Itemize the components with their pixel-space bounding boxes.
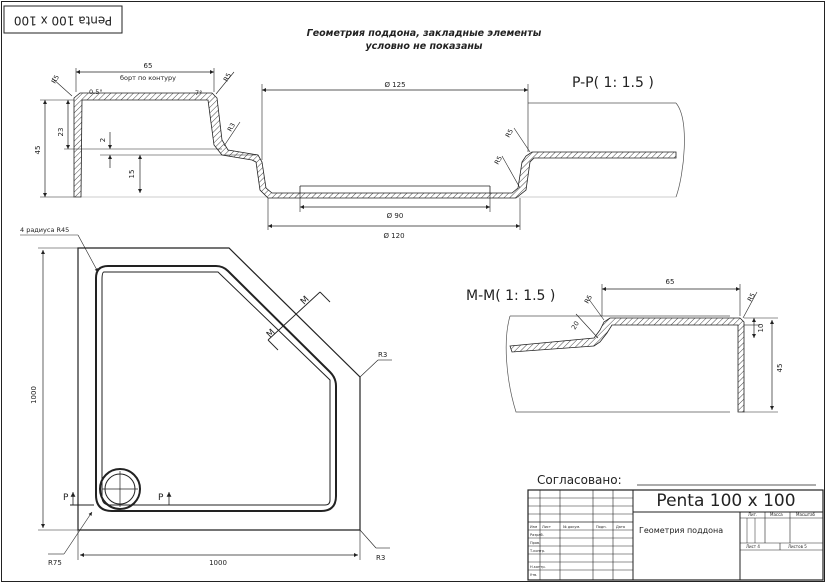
- plan-r3-a: R3: [378, 351, 387, 359]
- plan-inner-contour: [95, 265, 337, 512]
- pp-dim-h15: 15: [128, 170, 136, 179]
- mm-r5-a: R5: [583, 294, 594, 305]
- pp-r5-d: R5: [493, 155, 504, 166]
- pp-dim-d90: Ø 90: [387, 212, 404, 220]
- pp-angle-7: 7°: [195, 89, 202, 97]
- mm-dim-h10: 10: [757, 324, 765, 333]
- pp-dim-h23: 23: [57, 128, 65, 137]
- pp-dim-h45: 45: [34, 146, 42, 155]
- mm-dim-w65: 65: [666, 278, 675, 286]
- drain-outer: [99, 468, 141, 510]
- plan-dim-height: 1000: [30, 386, 38, 404]
- tb-col-2: № докум.: [563, 525, 580, 529]
- approval-label: Согласовано:: [537, 473, 622, 487]
- pp-r5-b: R5: [222, 72, 233, 83]
- plan-view: 4 радиуса R45 M M P P 1000 1000 R75 R: [20, 226, 392, 567]
- title-block: Изм Лист № докум. Подп. Дата Разраб. Про…: [527, 489, 824, 581]
- tb-scale: Масштаб: [796, 512, 816, 517]
- pp-profile: [73, 92, 677, 199]
- section-pp-title: P-P( 1: 1.5 ): [572, 75, 654, 91]
- pp-r5-c: R5: [504, 128, 515, 139]
- plan-dim-width: 1000: [209, 559, 227, 567]
- section-pp: P-P( 1: 1.5 ) Ø 125 Ø 90 Ø 120 65 борт п…: [34, 62, 685, 240]
- tb-row-1: Пров.: [530, 541, 540, 545]
- tb-doc: Геометрия поддона: [639, 526, 723, 535]
- plan-r3-b: R3: [376, 554, 385, 562]
- tb-name: Penta 100 x 100: [656, 491, 795, 511]
- pp-dim-w65: 65: [144, 62, 153, 70]
- plan-p-left: P: [63, 493, 69, 503]
- plan-m-left: M: [265, 328, 278, 341]
- tb-lit: Лит.: [748, 512, 757, 517]
- pp-angle-05: 0.5°: [89, 88, 103, 96]
- rotated-stamp-text: Penta 100 x 100: [14, 14, 112, 28]
- pp-border-label: борт по контуру: [120, 74, 176, 82]
- pp-r3: R3: [226, 122, 237, 133]
- plan-r75: R75: [48, 559, 62, 567]
- rotated-stamp: Penta 100 x 100: [3, 5, 123, 34]
- mm-profile: [509, 317, 745, 413]
- tb-row-2: Т.контр.: [529, 549, 545, 553]
- plan-m-right: M: [299, 295, 312, 308]
- mm-r5-b: R5: [746, 292, 757, 303]
- tb-row-4: Н.контр.: [530, 565, 546, 569]
- note-line-2: условно не показаны: [365, 41, 482, 52]
- section-mm-title: M-M( 1: 1.5 ): [466, 288, 555, 304]
- note-line-1: Геометрия поддона, закладные элементы: [307, 28, 542, 39]
- tb-row-0: Разраб.: [530, 533, 544, 537]
- tb-row-5: Утв.: [530, 573, 537, 577]
- tb-sheet: Лист 4: [746, 544, 760, 549]
- plan-outer-contour: [77, 247, 361, 531]
- pp-dim-h2: 2: [99, 138, 107, 142]
- tb-col-1: Лист: [542, 525, 551, 529]
- tb-col-4: Дата: [616, 525, 625, 529]
- plan-radius-note: 4 радиуса R45: [20, 226, 69, 234]
- tb-sheets: Листов 5: [788, 544, 807, 549]
- mm-r20: 20: [570, 320, 581, 331]
- mm-dim-h45: 45: [776, 364, 784, 373]
- pp-dim-d125: Ø 125: [384, 81, 405, 89]
- tb-mass: Масса: [770, 512, 783, 517]
- pp-dim-d120: Ø 120: [383, 232, 404, 240]
- tb-col-3: Подп.: [596, 525, 607, 529]
- pp-r5-a: R5: [50, 74, 61, 85]
- tb-col-0: Изм: [530, 525, 537, 529]
- section-mm: M-M( 1: 1.5 ) 65 R5 R5 20 10 45: [466, 278, 784, 413]
- plan-p-right: P: [158, 493, 164, 503]
